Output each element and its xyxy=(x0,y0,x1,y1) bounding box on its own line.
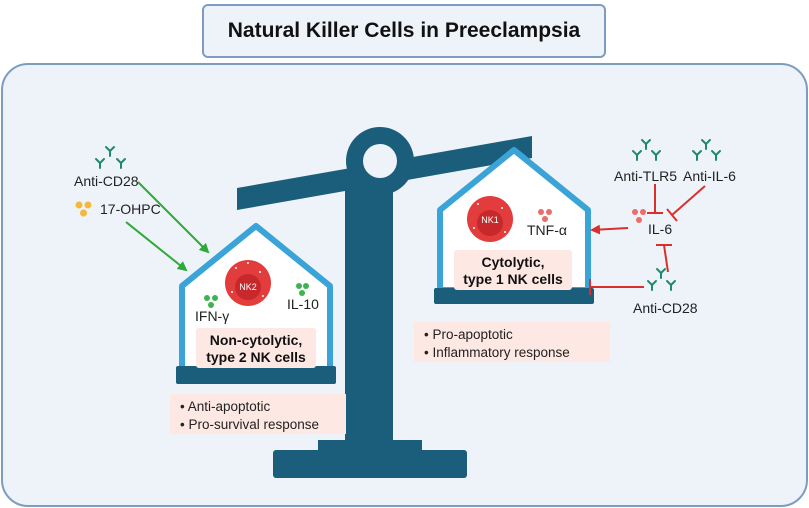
left-effect-2: • Pro-survival response xyxy=(180,417,320,432)
type2-box: Non-cytolytic, type 2 NK cells xyxy=(196,328,316,368)
diagram-title: Natural Killer Cells in Preeclampsia xyxy=(227,19,581,42)
nk1-cell-label: NK1 xyxy=(481,215,499,225)
il10-label: IL-10 xyxy=(287,296,319,312)
inhibition-line xyxy=(589,279,644,295)
type1-box: Cytolytic, type 1 NK cells xyxy=(454,250,572,290)
anti-il6-label: Anti-IL-6 xyxy=(683,168,736,184)
activation-arrow xyxy=(137,181,210,254)
17-ohpc-label: 17-OHPC xyxy=(100,201,161,217)
activation-arrow xyxy=(125,221,188,272)
left-effects-box: • Anti-apoptotic • Pro-survival response xyxy=(170,394,346,434)
type2-line2: type 2 NK cells xyxy=(206,349,306,365)
molecule-dots-icon xyxy=(204,283,309,308)
molecule-dots-icon xyxy=(538,209,552,222)
molecule-dots-icon xyxy=(632,209,646,223)
inhibition-line xyxy=(666,185,706,222)
anti-cd28-right-label: Anti-CD28 xyxy=(633,300,698,316)
anti-tlr5-label: Anti-TLR5 xyxy=(614,168,678,184)
nk2-cell-label: NK2 xyxy=(239,282,257,292)
anti-cd28-left-label: Anti-CD28 xyxy=(74,173,139,189)
balance-scale-icon xyxy=(237,127,532,478)
type2-line1: Non-cytolytic, xyxy=(209,332,303,348)
inhibition-line xyxy=(656,244,672,273)
nk-cell-icon xyxy=(225,260,271,306)
right-effect-1: • Pro-apoptotic xyxy=(424,327,513,342)
il6-label: IL-6 xyxy=(648,221,673,237)
left-effect-1: • Anti-apoptotic xyxy=(180,399,271,414)
title-box: Natural Killer Cells in Preeclampsia xyxy=(202,4,606,58)
type1-line2: type 1 NK cells xyxy=(463,271,563,287)
right-effect-2: • Inflammatory response xyxy=(424,345,570,360)
right-effects-box: • Pro-apoptotic • Inflammatory response xyxy=(414,322,610,362)
il6-to-nk1-arrow xyxy=(590,224,629,235)
nk-cell-icon xyxy=(467,196,513,242)
ifn-gamma-label: IFN-γ xyxy=(195,308,230,324)
molecule-dots-icon xyxy=(75,201,92,217)
background-panel xyxy=(1,63,808,507)
inhibition-line xyxy=(647,184,663,214)
tnf-alpha-label: TNF-α xyxy=(527,222,567,238)
type1-line1: Cytolytic, xyxy=(481,254,545,270)
